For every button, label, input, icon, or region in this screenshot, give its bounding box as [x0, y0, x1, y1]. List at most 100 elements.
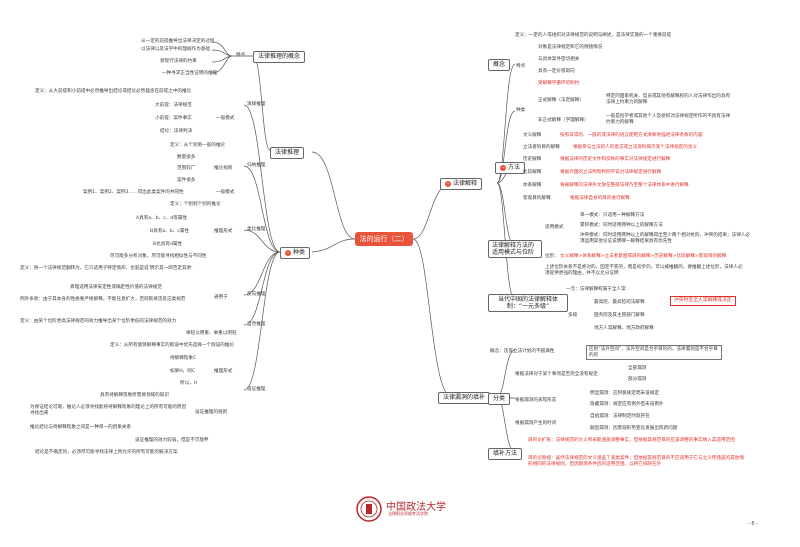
- tizhi-multi: 多级: [568, 313, 578, 318]
- node-fenlei[interactable]: 分类: [488, 393, 511, 405]
- tedian-item: 从一定的前提推导出法律决定的过程: [141, 39, 215, 44]
- shezheng-item: 所以，H: [180, 381, 198, 386]
- guina-item: 范围较广: [177, 166, 196, 171]
- university-logo: 中国政法大学 法律职业资格考试学院: [356, 496, 476, 524]
- weijie-order: 文义解释>体系解释>立法者意图或目的解释>历史解释>比较解释>客观目的解释: [560, 254, 727, 259]
- node-loudong-tianbu[interactable]: 法律漏洞的填补: [438, 392, 491, 404]
- fangfa-desc: 根据外国的立法例和判例学说对法律规定进行解释: [560, 170, 662, 175]
- fangfa-name: 历史解释: [523, 157, 542, 162]
- weijie-mode: 单一模式：只适用一种解释方法: [580, 213, 645, 218]
- fangfa-desc: 根据参与立法的人的意志或立法资料揭示某个法律规定的含义: [573, 145, 698, 150]
- shezheng-def: 定义：从所有能够解释事实的假设中优先选择一个假设的推论: [110, 343, 235, 348]
- node-falv-tuili[interactable]: 法律推理: [270, 147, 305, 159]
- fangfa-desc: 将被解释的法律条文放在整部法律乃至整个法律体系中进行解释: [560, 183, 689, 188]
- yanyi-item: 大前提：法律规范: [155, 103, 192, 108]
- fangfa-name: 客观目的解释: [523, 196, 551, 201]
- weijie-mode: 累积模式：同时适用两种以上的解释方法: [580, 223, 663, 228]
- feizhengshi: 非正式解释（学理解释）: [538, 118, 589, 123]
- minus-icon: −: [285, 249, 291, 256]
- fangfa-name: 立法者的目的解释: [523, 145, 560, 150]
- fenlei-item: 自始漏洞：法律制定时就存在: [590, 414, 650, 419]
- central-topic[interactable]: 法的运行（二）: [355, 232, 413, 246]
- leibi-def: 定义：个别到个别的推论: [170, 202, 221, 207]
- guina-case: 案例1、案例2、案例3……得出此类案件的共同性: [83, 190, 184, 195]
- shezheng-rules-label: 设证推理的规则: [195, 410, 228, 415]
- node-guina[interactable]: 归纳推理: [247, 163, 266, 168]
- weijie-mode-label: 适用模式: [545, 225, 564, 230]
- fanxiang-premise-item: 例外条款：由于其本身的性质要严格解释，不能任意扩大，否则就将违反这类规范: [20, 297, 186, 302]
- dangran-def: 定义：由某个位阶更高法律规范的效力推导出某个位阶更低的法律规范的效力: [20, 319, 177, 324]
- fenlei-item: 明显漏洞：应积极规定而未设规定: [590, 391, 659, 396]
- tianbu-method: 目的论限缩：虽然法律规范的文义涵盖了某类案件，但依据其规范目的不应适用于它与立义…: [528, 456, 744, 467]
- gainian-item: 具有一定价值取向: [538, 69, 575, 74]
- fenlei-item: 全部漏洞: [628, 366, 647, 371]
- feizhengshi-def: 一般是指学者或其他个人及组织对法律规定所作的不具有法律约束力的解释: [606, 114, 731, 125]
- tedian-item: 受现行法律的约束: [160, 59, 197, 64]
- fangfa-name: 文义解释: [523, 133, 542, 138]
- tizhi-note: 冲突时宣全人常解释或决定: [670, 296, 736, 306]
- yanyi-item: 结论：法律判决: [160, 129, 193, 134]
- shezheng-item: 待解释现象C: [170, 356, 197, 361]
- weijie-mode: 冲突模式：同时适用两种以上的解释得出至少两个相对抗的、冲突的结果；法律人必须运用…: [580, 233, 750, 244]
- shezheng-rule: 为保证结论可靠，推论人必须寻找能将待解释现象的理论上的所有可能的原因寻找出来: [30, 405, 187, 416]
- fenlei-item: 隐藏漏洞：规定应有例外但未设例外: [590, 402, 664, 407]
- gainian-tedian: 特点: [516, 64, 526, 69]
- yanyi-item: 小前提：案件事实: [155, 116, 192, 121]
- guina-rule: 推论规则: [214, 166, 233, 171]
- leibi-item: B具有a、b、c属性: [150, 229, 189, 234]
- leibi-item: B也具有d属性: [153, 242, 183, 247]
- node-tuili-gainian[interactable]: 法律推理的概念: [253, 51, 306, 63]
- tizhi-item: 国务院及其主管部门解释: [594, 313, 645, 318]
- fangfa-desc: 根据法律的历史文件和反映的事实对法律规定进行解释: [560, 157, 671, 162]
- shezheng-item: 如果H，则C: [170, 369, 196, 374]
- weijie-note: 上述位阶关系不是绝对的，固定不变的，而是初步的，可以被推翻的，要推翻上述位阶，法…: [545, 265, 743, 276]
- yanyi-mode: 一般模式: [216, 116, 235, 121]
- gainian-def: 定义：一定的人或组织对法律规范的说明与阐述，是法律实施的一个重要前提: [515, 33, 672, 38]
- logo-cn: 中国政法大学: [386, 502, 446, 513]
- yanyi-def: 定义：从大前提和小前提中必然推导出结论或结论必然蕴含在前提之中的推论: [35, 89, 192, 94]
- shezheng-note: 结论是不确定的，必须尽可能寻找法律上所允许的所有可能的解决方案: [35, 450, 178, 455]
- tizhi-item: 地方人常解释，地方政府解释: [594, 326, 654, 331]
- zhengshi-def: 特定的国家机关、官员或其他有解释权的人对法律作出的具有法律上约束力的解释: [606, 94, 731, 105]
- gainian-item: 对象是法律规定和它的附随情况: [538, 45, 603, 50]
- tedian-item: 以法律以及法学中的理据作为基础: [141, 47, 210, 52]
- node-yanyi[interactable]: 演绎推理: [247, 102, 266, 107]
- gainian-item: 与具体案件密切相关: [538, 57, 580, 62]
- node-leibi[interactable]: 类比推理: [247, 227, 266, 232]
- loudong-gainian-note: 区别“法外空间”，法外空间是合乎目的的，法律漏洞是不合乎目的的: [586, 345, 722, 361]
- node-zhonglei-left[interactable]: −种类: [280, 247, 311, 259]
- fenlei-item: 部分漏洞: [628, 377, 647, 382]
- shezheng-note: 设证推理的效力较弱，但是不可放弃: [135, 438, 209, 443]
- fangfa-desc: 根据法律自身的目的进行解释: [570, 196, 630, 201]
- node-tizhi[interactable]: 当代中国的法律解释体制：“一元多级”: [488, 294, 568, 312]
- minus-icon: −: [500, 164, 506, 171]
- node-fanxiang[interactable]: 反向推理: [247, 292, 266, 297]
- node-dangran[interactable]: 当然推理: [247, 322, 266, 327]
- fangfa-name: 体系解释: [523, 183, 542, 188]
- tizhi-one: 一元：法律解释权属于全人常: [566, 287, 626, 292]
- page-number: - 8 -: [748, 521, 758, 527]
- node-label: 法律解释: [453, 180, 478, 187]
- guina-item: 案件很多: [177, 178, 196, 183]
- tianbu-method: 目的论扩张：法律规范的文义所未能涵盖调整事实，但依据其规范目的应该调整的事实纳入…: [528, 438, 735, 443]
- node-tianbu-fangfa[interactable]: 填补方法: [488, 448, 523, 460]
- zhengshi: 正式解释（法定解释）: [538, 98, 584, 103]
- node-falv-jieshi[interactable]: −法律解释: [440, 178, 483, 190]
- weijie-order-label: 位阶：: [545, 254, 559, 259]
- leibi-note: 尽可能多分析对象，尽可能寻找相似性与不同性: [110, 254, 207, 259]
- seal-icon: [356, 496, 382, 522]
- node-fangfa[interactable]: −方法: [495, 162, 526, 174]
- tedian-item: 一种寻求正当性证明的推理: [162, 71, 218, 76]
- shezheng-rule: 具有待解释现象所需要领域的知识: [100, 393, 169, 398]
- leibi-item: A具有a、b、c、d等属性: [136, 216, 188, 221]
- node-label: 种类: [293, 249, 306, 256]
- fangfa-desc: 按照日常的、一般的或法律的语言使用方式清晰地描述法律条款的内容: [560, 133, 703, 138]
- node-zhonglei-right-label[interactable]: 种类: [516, 108, 526, 113]
- guina-item: 数量很多: [177, 155, 196, 160]
- fenlei-cat: 根据漏洞的表现形态: [515, 398, 557, 403]
- fenlei-item: 嗣后漏洞：因客观形势变化发展出现新问题: [590, 426, 678, 431]
- node-shezheng[interactable]: 设证推理: [247, 387, 266, 392]
- node-weijie[interactable]: 法律解释方法的适用模式与位阶: [488, 240, 542, 258]
- node-gainian[interactable]: 概念: [488, 59, 511, 71]
- fanxiang-premise: 通用于: [214, 295, 228, 300]
